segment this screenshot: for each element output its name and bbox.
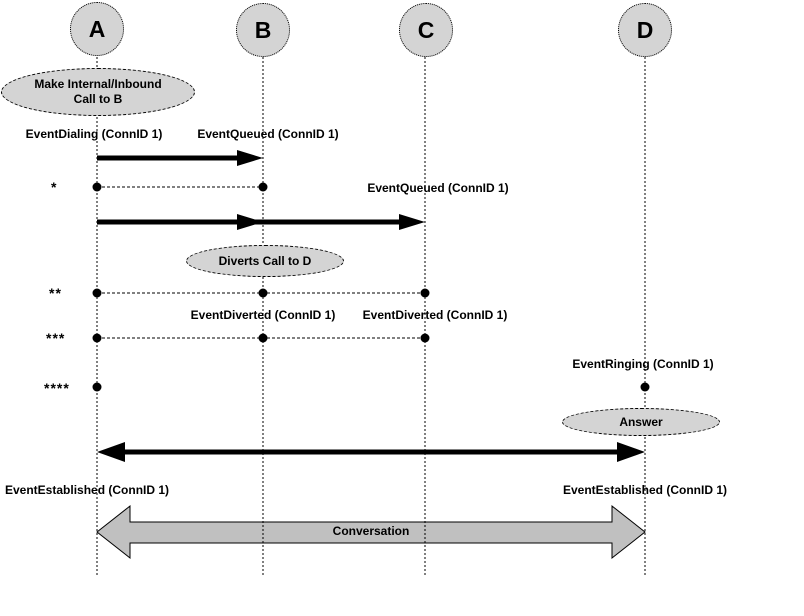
dot-a-step3	[92, 333, 102, 343]
label-event-dialing-a: EventDialing (ConnID 1)	[25, 127, 163, 141]
participant-c-label: C	[417, 16, 435, 43]
event-queued-arrowhead-b	[237, 214, 263, 230]
note-make-call-line1: Make Internal/Inbound	[34, 77, 162, 91]
label-event-queued-c: EventQueued (ConnID 1)	[367, 181, 509, 195]
event-queued-arrowhead-c	[399, 214, 425, 230]
dot-b-step3	[258, 333, 268, 343]
dot-b-step2	[258, 288, 268, 298]
participant-d: D	[618, 3, 672, 57]
step-marker-3: ***	[46, 330, 66, 346]
label-event-diverted-c: EventDiverted (ConnID 1)	[362, 308, 508, 322]
step-marker-4: ****	[44, 380, 70, 396]
dot-d-ringing	[640, 382, 650, 392]
participant-d-label: D	[636, 16, 654, 43]
dot-a-step1	[92, 182, 102, 192]
label-conversation: Conversation	[332, 524, 410, 538]
conversation-arrow	[96, 504, 646, 560]
label-event-queued-b: EventQueued (ConnID 1)	[197, 127, 339, 141]
participant-b: B	[236, 3, 290, 57]
dot-c-step3	[420, 333, 430, 343]
label-event-ringing-d: EventRinging (ConnID 1)	[572, 357, 714, 371]
note-answer-label: Answer	[619, 414, 663, 429]
note-make-call-line2: Call to B	[73, 92, 123, 106]
dot-b-step1	[258, 182, 268, 192]
event-established-arrowhead-d	[617, 442, 645, 462]
participant-c: C	[399, 3, 453, 57]
event-dialing-arrowhead	[237, 150, 263, 166]
dot-a-step4	[92, 382, 102, 392]
step-marker-2: **	[49, 285, 62, 301]
note-diverts-call: Diverts Call to D	[186, 245, 344, 277]
dot-a-step2	[92, 288, 102, 298]
event-established-arrowhead-a	[97, 442, 125, 462]
step-marker-1: *	[51, 179, 58, 195]
dot-c-step2	[420, 288, 430, 298]
participant-a: A	[70, 2, 124, 56]
note-answer: Answer	[562, 408, 720, 436]
label-event-established-a: EventEstablished (ConnID 1)	[5, 483, 170, 497]
note-diverts-call-label: Diverts Call to D	[218, 253, 312, 268]
participant-a-label: A	[88, 15, 106, 42]
label-event-diverted-b: EventDiverted (ConnID 1)	[190, 308, 336, 322]
label-event-established-d: EventEstablished (ConnID 1)	[562, 483, 728, 497]
note-make-call: Make Internal/Inbound Call to B	[1, 68, 195, 116]
participant-b-label: B	[254, 16, 272, 43]
